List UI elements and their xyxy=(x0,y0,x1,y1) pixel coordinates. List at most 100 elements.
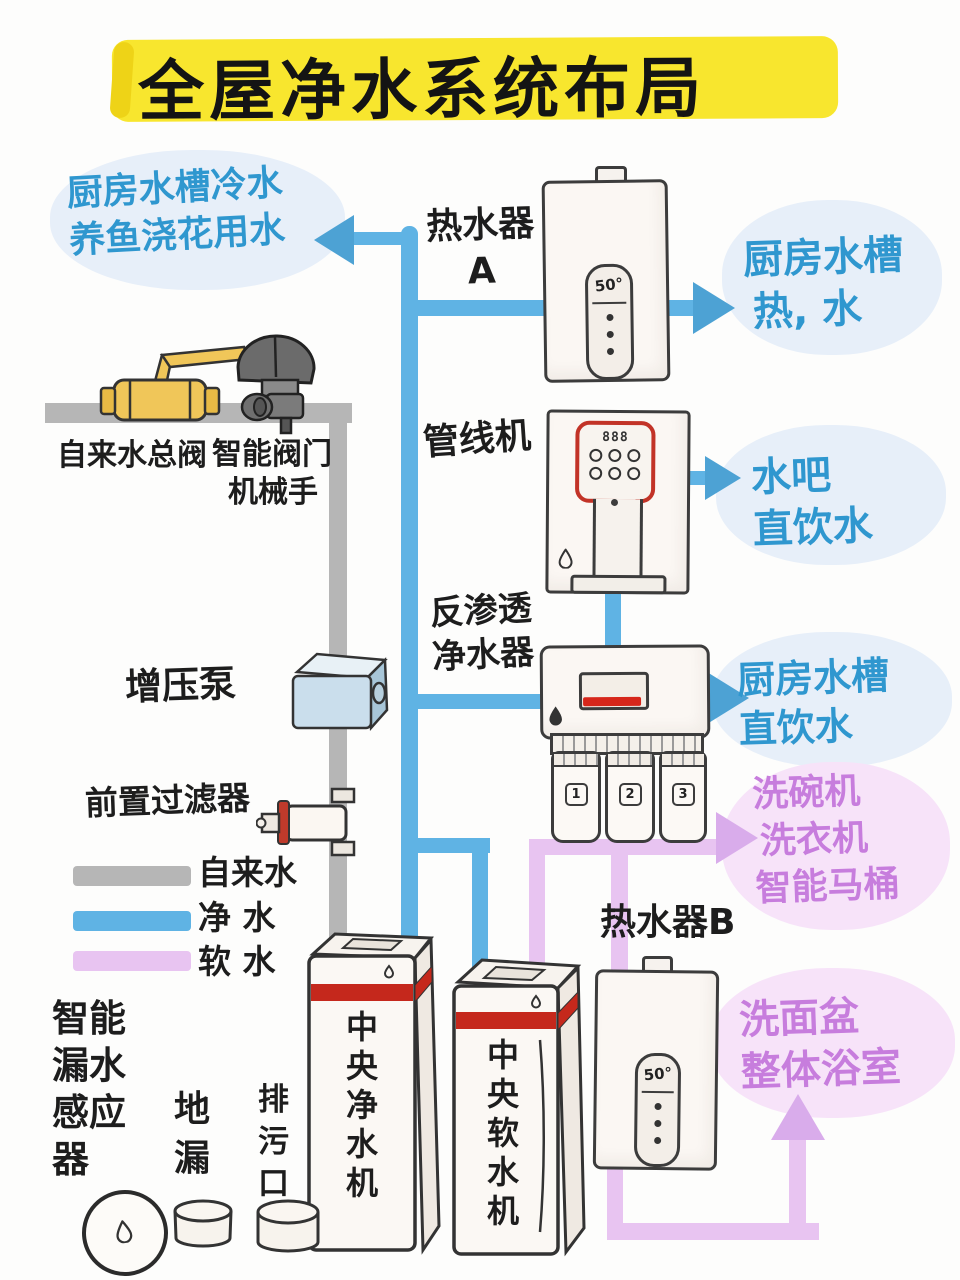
legend-label-tap-water: 自来水 xyxy=(198,853,297,892)
note-bathroom: 洗面盆 整体浴室 xyxy=(738,989,902,1099)
label-line: 器 xyxy=(52,1137,89,1181)
label-line: 排 xyxy=(258,1082,289,1118)
pipe-soft-horizontal xyxy=(536,839,720,855)
main-valve-and-smart-valve xyxy=(92,325,342,440)
note-line: 直饮水 xyxy=(738,704,854,753)
legend-label-soft: 软 水 xyxy=(198,942,276,981)
sewage-outlet-sketch xyxy=(256,1199,320,1253)
cloud-cold-water xyxy=(50,150,345,290)
arrow-up-bathroom xyxy=(771,1094,825,1140)
filter-collar xyxy=(554,754,598,767)
arrow-right-soft-appliances xyxy=(716,812,758,864)
label-line: 漏水 xyxy=(52,1043,126,1087)
heater-a-body: 50° xyxy=(541,179,671,383)
label-main-valve: 自来水总阀 xyxy=(57,438,207,473)
label-line: 地 xyxy=(174,1089,211,1130)
note-line: 厨房水槽 xyxy=(736,653,890,703)
dispenser-button xyxy=(608,466,622,481)
dispenser-panel: 888 xyxy=(574,420,656,504)
label-floor-drain: 地 漏 xyxy=(174,1086,210,1183)
label-booster-pump: 增压泵 xyxy=(124,662,237,709)
droplet-icon xyxy=(116,1219,133,1244)
central-softener: 中央软水机 xyxy=(448,952,598,1262)
label-line: 智能 xyxy=(52,997,126,1040)
note-line: 水吧 xyxy=(750,452,832,502)
label-heater-b: 热水器B xyxy=(600,902,736,943)
note-hot-water: 厨房水槽 热, 水 xyxy=(742,229,906,339)
label-heater-a: 热水器 A xyxy=(425,201,536,297)
dispenser-button xyxy=(627,467,641,481)
dispenser-button xyxy=(608,448,622,463)
arrow-right-hot-water xyxy=(693,282,735,334)
floor-drain-sketch xyxy=(173,1199,233,1248)
dispenser-display: 888 xyxy=(602,429,629,446)
filter-number: 2 xyxy=(618,783,642,806)
leak-sensor xyxy=(76,1184,174,1280)
central-purifier-label: 中央净水机 xyxy=(341,1010,379,1205)
label-dispenser: 管线机 xyxy=(421,415,533,464)
label-line: 智能阀门 xyxy=(212,437,332,472)
dispenser-body: 888 xyxy=(545,409,691,595)
pump-sketch xyxy=(291,652,389,732)
prefilter xyxy=(256,786,368,858)
dispenser-button xyxy=(589,466,603,480)
pipe-heater-b-down xyxy=(607,1158,623,1240)
label-line: 热水器 xyxy=(425,203,535,248)
note-cold-water: 厨房水槽冷水 养鱼浇花用水 xyxy=(66,160,287,265)
pipe-soft-to-heater-b xyxy=(611,839,628,975)
page-title: 全屋净水系统布局 xyxy=(137,49,707,131)
heater-a-display: 50° xyxy=(593,274,625,296)
filter-number: 3 xyxy=(671,783,695,806)
dispenser-buttons xyxy=(589,448,641,481)
note-line: 智能马桶 xyxy=(754,863,901,910)
pipe-cold-water-branch xyxy=(352,232,408,245)
note-line: 洗衣机 xyxy=(759,817,869,863)
legend-swatch-tap-water xyxy=(73,866,191,886)
heater-b-display: 50° xyxy=(642,1063,673,1085)
dispenser-base xyxy=(570,574,667,595)
booster-pump xyxy=(283,648,395,734)
valve-sketch xyxy=(99,334,316,435)
filter-collar xyxy=(608,754,652,767)
heater-a-panel: 50° xyxy=(584,263,635,381)
panel-dot xyxy=(606,330,614,339)
dispenser-column xyxy=(592,498,644,581)
panel-dot xyxy=(653,1136,661,1145)
purifier-tower-sketch xyxy=(307,932,441,1255)
label-line: 净水器 xyxy=(431,631,536,678)
panel-dot xyxy=(654,1102,662,1111)
label-sewage-outlet: 排 污 口 xyxy=(258,1080,289,1206)
ro-window xyxy=(578,671,650,711)
label-smart-valve: 智能阀门 机械手 xyxy=(212,436,332,513)
heater-b-body: 50° xyxy=(592,969,720,1171)
ro-window-red-bar xyxy=(583,696,642,707)
label-line: A xyxy=(467,250,497,293)
droplet-icon xyxy=(549,706,562,726)
pipe-machines-link xyxy=(401,838,490,853)
label-line: 反渗透 xyxy=(428,588,533,634)
label-line: 漏 xyxy=(174,1137,211,1179)
cloud-soft-appliances xyxy=(722,762,950,930)
panel-divider xyxy=(592,301,627,305)
pipe-soft-bottom xyxy=(607,1223,819,1240)
label-line: 感应 xyxy=(52,1090,126,1134)
label-line: 机械手 xyxy=(228,475,318,511)
label-leak-sensor: 智能 漏水 感应 器 xyxy=(52,996,126,1184)
label-ro-purifier: 反渗透 净水器 xyxy=(429,587,535,679)
filter-collar xyxy=(662,754,704,767)
ro-filter-2: 2 xyxy=(605,751,655,843)
arrow-right-water-bar xyxy=(705,456,741,500)
heater-a: 50° xyxy=(541,166,673,383)
note-water-bar: 水吧 直饮水 xyxy=(750,448,874,556)
filter-number: 1 xyxy=(564,783,588,806)
note-line: 整体浴室 xyxy=(740,1044,902,1096)
label-prefilter: 前置过滤器 xyxy=(84,778,251,823)
legend-label-purified: 净 水 xyxy=(198,898,276,937)
note-soft-appliances: 洗碗机 洗衣机 智能马桶 xyxy=(752,768,901,913)
ro-purifier: 1 2 3 xyxy=(539,644,711,843)
panel-dot xyxy=(653,1119,661,1128)
pipe-softener-feed xyxy=(472,838,488,968)
cloud-drink-water xyxy=(712,632,952,767)
floor-drain xyxy=(168,1198,238,1252)
